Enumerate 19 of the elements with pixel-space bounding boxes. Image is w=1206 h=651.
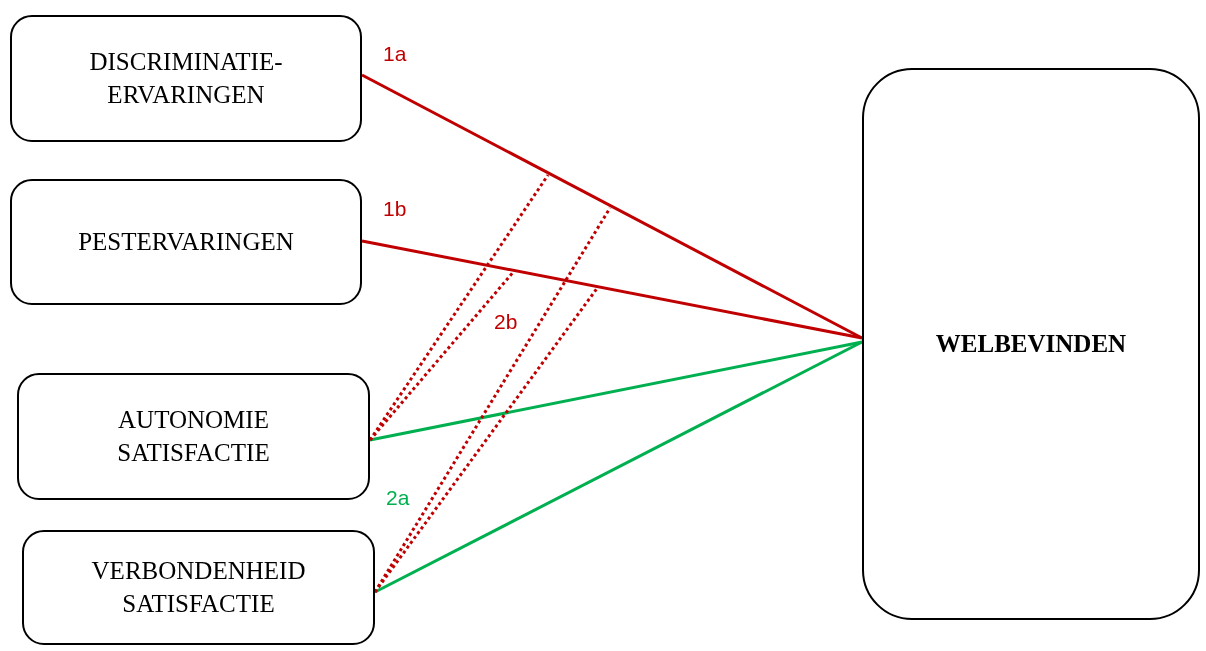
dotted-line: [373, 286, 600, 593]
variable-box: [17, 373, 370, 500]
variable-box: [862, 68, 1200, 620]
variable-box: [10, 179, 362, 305]
path-label: 2a: [386, 486, 410, 510]
connector-line: [369, 340, 863, 442]
variable-box: [22, 530, 375, 645]
path-label: 1a: [383, 42, 407, 66]
node-label: PESTERVARINGEN: [78, 226, 294, 257]
node-label: DISCRIMINATIE-ERVARINGEN: [88, 47, 284, 110]
connector-line: [374, 340, 863, 594]
connector-line: [361, 239, 863, 340]
variable-box: [10, 15, 362, 142]
dotted-line: [368, 269, 517, 441]
node-label: AUTONOMIE SATISFACTIE: [116, 405, 271, 468]
node-label: WELBEVINDEN: [935, 328, 1127, 359]
path-label: 1b: [383, 197, 407, 221]
path-label: 2b: [494, 310, 518, 334]
node-label: VERBONDENHEID SATISFACTIE: [90, 556, 307, 619]
